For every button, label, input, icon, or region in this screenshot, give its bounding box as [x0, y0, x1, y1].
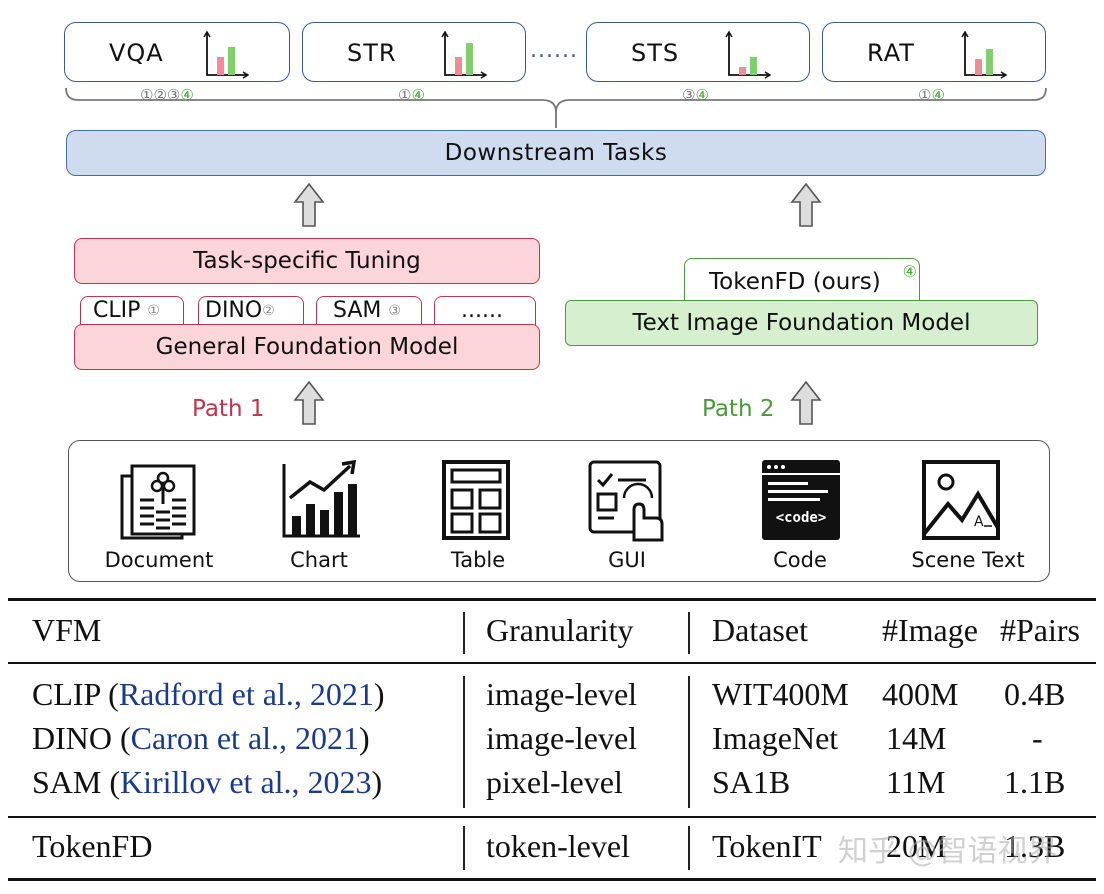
- path-1-label: Path 1: [192, 396, 265, 422]
- input-label-table: Table: [450, 548, 506, 572]
- table-row-vfm: SAM (Kirillov et al., 2023): [32, 764, 383, 800]
- table-header-dataset: Dataset: [712, 612, 808, 648]
- table-cell-images: 14M: [886, 720, 947, 756]
- table-cell-pairs: 1.3B: [1004, 828, 1066, 864]
- watermark: 知乎 @智语视界: [838, 834, 1058, 869]
- table-cell-images: 11M: [886, 764, 946, 800]
- grouping-brace: [65, 87, 1047, 128]
- table-header-granularity: Granularity: [486, 612, 634, 648]
- table-cell-granularity: image-level: [486, 676, 638, 712]
- input-label-chart: Chart: [290, 548, 348, 572]
- table-divider: [463, 676, 465, 808]
- up-arrow-icon: [790, 182, 822, 227]
- document-icon: [120, 464, 196, 540]
- table-bottom-rule: [8, 878, 1096, 881]
- table-cell-dataset: TokenIT: [712, 828, 822, 864]
- mini-bar-chart-icon: [961, 31, 1007, 79]
- table-cell-images: 20M: [886, 828, 947, 864]
- table-row-vfm: CLIP (Radford et al., 2021): [32, 676, 385, 712]
- input-label-scene-text: Scene Text: [911, 548, 1025, 572]
- up-arrow-icon: [293, 380, 325, 425]
- table-cell-granularity: image-level: [486, 720, 638, 756]
- mini-bar-chart-icon: [203, 31, 249, 79]
- task-box-vqa: VQA: [64, 22, 290, 82]
- table-cell-pairs: 1.1B: [1004, 764, 1066, 800]
- bar-green: [750, 57, 757, 75]
- input-label-gui: GUI: [608, 548, 646, 572]
- chart-icon: [282, 459, 360, 538]
- code-tag-text: <code>: [776, 510, 827, 526]
- code-icon: <code>: [762, 460, 840, 540]
- general-foundation-model-box: General Foundation Model: [74, 324, 540, 370]
- input-label-document: Document: [104, 548, 214, 572]
- table-divider: [463, 612, 465, 654]
- up-arrow-icon: [790, 380, 822, 425]
- table-row-vfm: TokenFD: [32, 828, 153, 864]
- citation-link[interactable]: Kirillov et al., 2023: [120, 764, 372, 800]
- bar-pink: [455, 57, 462, 75]
- table-mid-rule: [8, 816, 1096, 818]
- table-header-rule: [8, 662, 1096, 664]
- table-header-pairs: #Pairs: [1000, 612, 1080, 648]
- table-divider: [688, 612, 690, 654]
- up-arrow-icon: [293, 182, 325, 227]
- bar-green: [986, 49, 993, 75]
- bar-green: [228, 47, 235, 75]
- task-label: RAT: [867, 39, 915, 67]
- table-cell-granularity: token-level: [486, 828, 630, 864]
- task-box-rat: RAT: [822, 22, 1046, 82]
- table-cell-images: 400M: [882, 676, 959, 712]
- bar-pink: [975, 59, 982, 75]
- citation-link[interactable]: Caron et al., 2021: [130, 720, 360, 756]
- bar-pink: [217, 57, 224, 75]
- scene-tag-text: A: [974, 514, 984, 530]
- table-cell-granularity: pixel-level: [486, 764, 623, 800]
- table-header-vfm: VFM: [32, 612, 102, 648]
- table-cell-pairs: 0.4B: [1004, 676, 1066, 712]
- task-specific-tuning-box: Task-specific Tuning: [74, 238, 540, 284]
- task-box-str: STR: [302, 22, 526, 82]
- model-tab-sam: SAM ③: [316, 296, 422, 326]
- scene-text-icon: A: [922, 460, 1000, 540]
- gui-icon: [588, 460, 664, 542]
- tokenfd-tab: TokenFD (ours)④: [684, 258, 920, 300]
- task-label: STR: [347, 39, 397, 67]
- downstream-tasks-box: Downstream Tasks: [66, 130, 1046, 176]
- model-tab-more: ......: [434, 296, 536, 326]
- table-cell-pairs: -: [1032, 720, 1043, 756]
- citation-link[interactable]: Radford et al., 2021: [118, 676, 374, 712]
- table-top-rule: [8, 598, 1096, 601]
- model-tab-clip: CLIP ①: [80, 296, 184, 326]
- input-label-code: Code: [773, 548, 827, 572]
- input-types-panel: [68, 440, 1050, 582]
- text-image-foundation-model-box: Text Image Foundation Model: [565, 300, 1038, 346]
- bar-green: [466, 43, 473, 75]
- table-cell-dataset: ImageNet: [712, 720, 839, 756]
- model-tab-dino: DINO②: [198, 296, 304, 326]
- task-box-sts: STS: [586, 22, 810, 82]
- table-cell-dataset: SA1B: [712, 764, 791, 800]
- table-cell-dataset: WIT400M: [712, 676, 849, 712]
- mini-bar-chart-icon: [441, 31, 487, 79]
- table-row-vfm: DINO (Caron et al., 2021): [32, 720, 370, 756]
- task-label: STS: [631, 39, 680, 67]
- bar-pink: [739, 67, 746, 75]
- table-icon: [442, 460, 510, 540]
- table-divider: [463, 826, 465, 870]
- table-header-images: #Image: [882, 612, 978, 648]
- path-2-label: Path 2: [702, 396, 775, 422]
- mini-bar-chart-icon: [725, 31, 771, 79]
- task-label: VQA: [109, 39, 164, 67]
- table-divider: [688, 826, 690, 870]
- table-divider: [688, 676, 690, 808]
- task-ellipsis: ......: [530, 38, 578, 63]
